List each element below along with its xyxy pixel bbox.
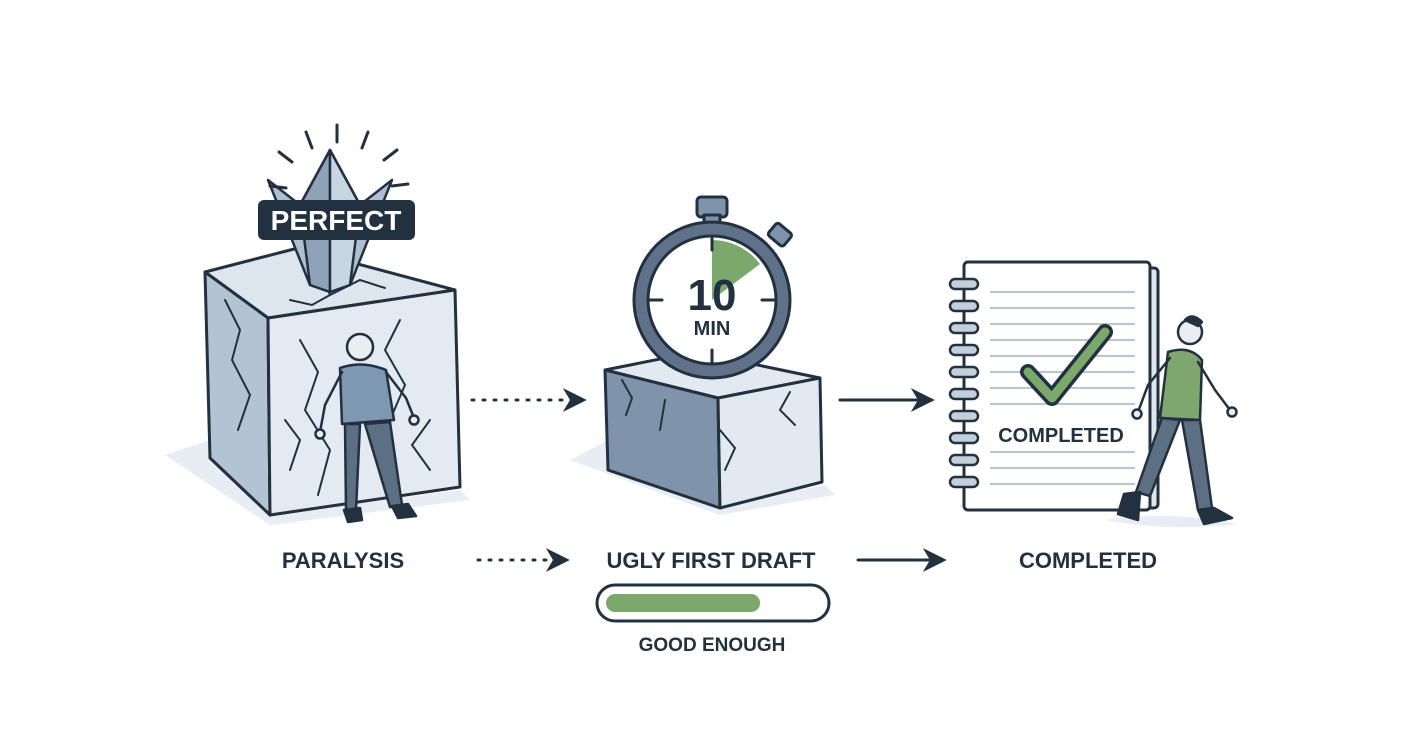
stage-label-draft: UGLY FIRST DRAFT [606, 548, 816, 573]
perfect-badge-text: PERFECT [271, 205, 402, 236]
notebook-completed-text: COMPLETED [998, 425, 1124, 447]
stopwatch-icon [632, 195, 794, 380]
block-cracks [224, 261, 431, 496]
timer-unit: MIN [694, 318, 731, 340]
sparkle-rays-icon [268, 123, 410, 190]
progress-label: GOOD ENOUGH [639, 635, 786, 656]
stage-label-completed: COMPLETED [1019, 548, 1157, 573]
good-enough-progress [595, 583, 831, 623]
paralysis-illustration: PERFECT [165, 123, 470, 525]
perfect-badge [258, 200, 415, 240]
stage-label-paralysis: PARALYSIS [282, 548, 404, 573]
timer-number: 10 [688, 271, 737, 320]
connectors [470, 388, 947, 572]
pedestal-cracks [621, 379, 796, 471]
walking-person-icon [1116, 315, 1238, 526]
notebook-lines [990, 291, 1135, 485]
completed-illustration: COMPLETED [948, 260, 1238, 528]
spiral-binding-icon [948, 277, 980, 489]
checkmark-fill [1023, 327, 1110, 403]
progress-fill [606, 594, 761, 612]
draft-illustration: 10 MIN [570, 195, 835, 515]
trapped-person-icon [314, 332, 420, 524]
